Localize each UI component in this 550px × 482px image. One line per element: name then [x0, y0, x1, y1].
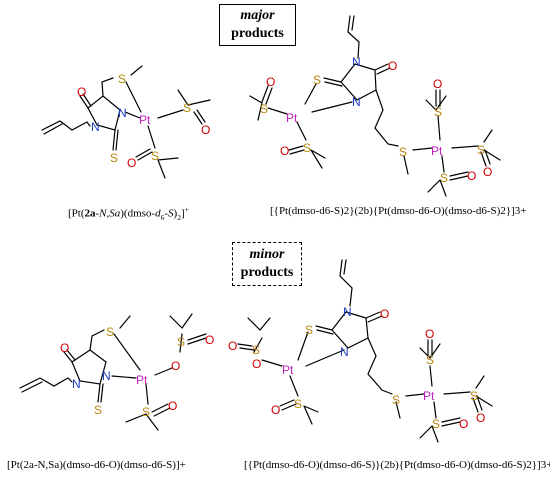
s-atom: S: [440, 171, 448, 185]
molecule-3: [19, 313, 207, 431]
o-atom: O: [171, 359, 180, 373]
n-atom: N: [352, 95, 361, 109]
o-atom: O: [77, 85, 86, 99]
s-atom: S: [118, 72, 126, 86]
s-atom: S: [305, 323, 313, 337]
s-atom: S: [151, 149, 159, 163]
pt-atom: Pt: [136, 373, 148, 387]
o-atom: O: [127, 156, 136, 170]
pt-atom: Pt: [282, 363, 294, 377]
o-atom: O: [380, 307, 389, 321]
n-atom: N: [91, 120, 100, 134]
o-atom: O: [201, 123, 210, 137]
s-atom: S: [252, 343, 260, 357]
n-atom: N: [102, 369, 111, 383]
n-atom: N: [343, 305, 352, 319]
pt-atom: Pt: [139, 113, 151, 127]
n-atom: N: [352, 55, 361, 69]
pt-atom: Pt: [431, 144, 443, 158]
s-atom: S: [303, 141, 311, 155]
s-atom: S: [399, 145, 407, 159]
s-atom: S: [294, 397, 302, 411]
major-products-box: major products: [219, 4, 296, 46]
molecule-2: [249, 15, 501, 197]
s-atom: S: [260, 102, 268, 116]
o-atom: O: [60, 341, 69, 355]
pt-atom: Pt: [286, 111, 298, 125]
o-atom: O: [205, 333, 214, 347]
o-atom: O: [168, 399, 177, 413]
caption-major-1: [Pt(2a-N,Sa)(dmso-d6-S)2]+: [68, 205, 189, 222]
caption-minor-1: [Pt(2a-N,Sa)(dmso-d6-O)(dmso-d6-S)]+: [7, 459, 186, 471]
molecule-4: [237, 259, 493, 443]
o-atom: O: [459, 417, 468, 431]
o-atom: O: [266, 75, 275, 89]
s-atom: S: [313, 73, 321, 87]
o-atom: O: [433, 77, 442, 91]
o-atom: O: [476, 411, 485, 425]
n-atom: N: [340, 345, 349, 359]
s-atom: S: [434, 105, 442, 119]
s-atom: S: [432, 417, 440, 431]
o-atom: O: [228, 339, 237, 353]
s-atom: S: [177, 335, 185, 349]
s-atom: S: [183, 101, 191, 115]
products-label: products: [231, 26, 284, 41]
s-atom: S: [94, 403, 102, 417]
s-atom: S: [142, 405, 150, 419]
s-atom: S: [477, 143, 485, 157]
s-atom: S: [470, 389, 478, 403]
s-atom: S: [110, 151, 118, 165]
o-atom: O: [280, 144, 289, 158]
o-atom: O: [425, 327, 434, 341]
n-atom: N: [118, 106, 127, 120]
caption-major-2: [{Pt(dmso-d6-S)2}(2b){Pt(dmso-d6-O)(dmso…: [270, 205, 527, 217]
caption-minor-2: [{Pt(dmso-d6-O)(dmso-d6-S)}(2b){Pt(dmso-…: [244, 459, 550, 471]
products-label-minor: products: [240, 265, 294, 280]
n-atom: N: [72, 377, 81, 391]
molecule-1: [41, 65, 211, 179]
o-atom: O: [252, 357, 261, 371]
s-atom: S: [426, 353, 434, 367]
minor-label: minor: [249, 247, 285, 262]
o-atom: O: [388, 59, 397, 73]
o-atom: O: [483, 165, 492, 179]
o-atom: O: [467, 169, 476, 183]
major-label: major: [240, 8, 275, 23]
o-atom: O: [271, 403, 280, 417]
minor-products-box: minor products: [232, 242, 302, 286]
pt-atom: Pt: [423, 389, 435, 403]
s-atom: S: [106, 325, 114, 339]
s-atom: S: [392, 393, 400, 407]
